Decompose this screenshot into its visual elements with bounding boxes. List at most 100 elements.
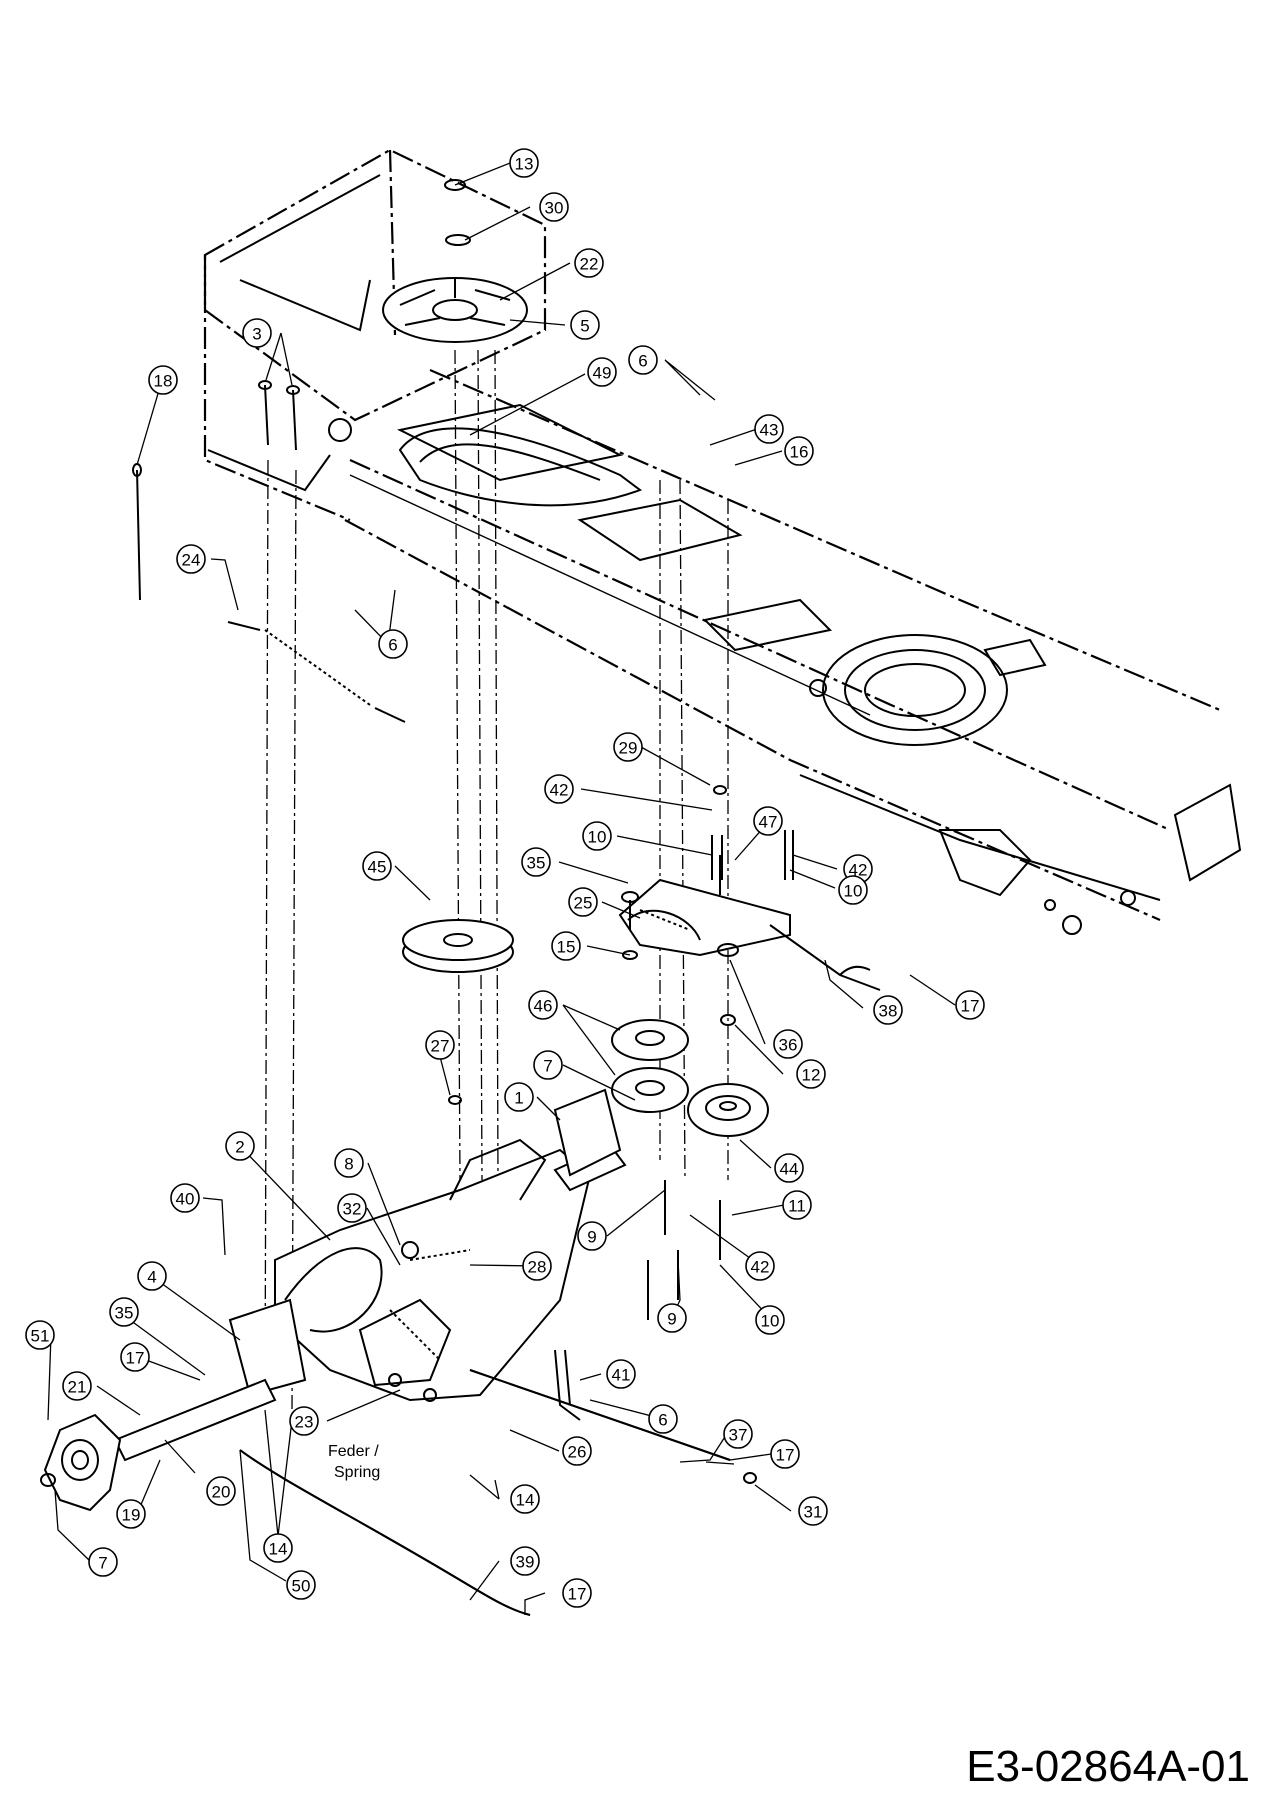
callout-40: 40 xyxy=(170,1183,200,1213)
callout-number: 41 xyxy=(612,1366,631,1385)
callout-circle xyxy=(796,1059,826,1089)
callout-14: 14 xyxy=(263,1533,293,1563)
tension-spring xyxy=(227,621,406,723)
callout-number: 35 xyxy=(527,854,546,873)
callout-number: 8 xyxy=(344,1155,353,1174)
leader-lines xyxy=(47,162,956,1615)
callout-number: 26 xyxy=(568,1443,587,1462)
callout-17: 17 xyxy=(770,1439,800,1469)
callout-number: 42 xyxy=(849,861,868,880)
callout-number: 47 xyxy=(759,813,778,832)
callout-circle xyxy=(723,1419,753,1449)
callout-9: 9 xyxy=(657,1303,687,1333)
callout-number: 23 xyxy=(295,1413,314,1432)
callout-35: 35 xyxy=(109,1297,139,1327)
callout-circle xyxy=(648,1404,678,1434)
callout-number: 17 xyxy=(961,997,980,1016)
callout-number: 1 xyxy=(514,1089,523,1108)
callout-number: 38 xyxy=(879,1002,898,1021)
callout-number: 45 xyxy=(368,858,387,877)
callout-circle xyxy=(510,1546,540,1576)
callout-number: 9 xyxy=(667,1310,676,1329)
callout-number: 22 xyxy=(580,255,599,274)
callout-circle xyxy=(263,1533,293,1563)
callout-circle xyxy=(798,1496,828,1526)
callout-circle xyxy=(176,544,206,574)
callout-17: 17 xyxy=(562,1578,592,1608)
callout-circle xyxy=(521,847,551,877)
callout-circle xyxy=(533,1050,563,1080)
callout-circle xyxy=(504,1082,534,1112)
callout-circle xyxy=(286,1570,316,1600)
callout-circle xyxy=(528,990,558,1020)
callout-circle xyxy=(745,1251,775,1281)
callout-circle xyxy=(838,875,868,905)
callout-circle xyxy=(509,148,539,178)
callout-32: 32 xyxy=(337,1193,367,1223)
drive-belt xyxy=(398,427,643,507)
callout-8: 8 xyxy=(334,1148,364,1178)
callout-circle xyxy=(522,1251,552,1281)
callout-number: 19 xyxy=(122,1506,141,1525)
callout-number: 35 xyxy=(115,1304,134,1323)
wheel-hub xyxy=(40,1413,122,1512)
callout-31: 31 xyxy=(798,1496,828,1526)
callout-circle xyxy=(782,1190,812,1220)
callout-number: 16 xyxy=(790,443,809,462)
callout-18: 18 xyxy=(148,365,178,395)
callout-22: 22 xyxy=(574,248,604,278)
callout-circle xyxy=(206,1476,236,1506)
callout-circle xyxy=(334,1148,364,1178)
callout-circle xyxy=(628,345,658,375)
callout-number: 4 xyxy=(147,1268,156,1287)
callout-42: 42 xyxy=(745,1251,775,1281)
callout-30: 30 xyxy=(539,192,569,222)
callout-circle xyxy=(606,1359,636,1389)
callout-14: 14 xyxy=(510,1484,540,1514)
callout-circle xyxy=(137,1261,167,1291)
callout-19: 19 xyxy=(116,1499,146,1529)
callout-35: 35 xyxy=(521,847,551,877)
callout-circle xyxy=(784,436,814,466)
callout-number: 20 xyxy=(212,1483,231,1502)
callout-36: 36 xyxy=(773,1029,803,1059)
callout-circle xyxy=(109,1297,139,1327)
callout-number: 10 xyxy=(761,1312,780,1331)
callout-circle xyxy=(873,995,903,1025)
callout-number: 40 xyxy=(176,1190,195,1209)
callout-number: 46 xyxy=(534,997,553,1016)
callout-circle xyxy=(774,1153,804,1183)
callout-number: 30 xyxy=(545,199,564,218)
callout-circle xyxy=(337,1193,367,1223)
callout-number: 17 xyxy=(568,1585,587,1604)
callout-5: 5 xyxy=(570,310,600,340)
callout-circle xyxy=(88,1547,118,1577)
chassis-frame xyxy=(203,148,1242,935)
callout-circle xyxy=(551,931,581,961)
callout-24: 24 xyxy=(176,544,206,574)
callout-number: 31 xyxy=(804,1503,823,1522)
callout-number: 13 xyxy=(515,155,534,174)
callout-7: 7 xyxy=(88,1547,118,1577)
callout-circle xyxy=(570,310,600,340)
callout-circle xyxy=(148,365,178,395)
callout-15: 15 xyxy=(551,931,581,961)
callout-number: 6 xyxy=(658,1411,667,1430)
note-line-1: Feder / xyxy=(328,1443,379,1460)
callout-2: 2 xyxy=(225,1131,255,1161)
control-rods xyxy=(239,1349,757,1616)
callout-circle xyxy=(116,1499,146,1529)
callout-number: 21 xyxy=(68,1378,87,1397)
callout-45: 45 xyxy=(362,851,392,881)
callout-circle xyxy=(425,1030,455,1060)
callout-37: 37 xyxy=(723,1419,753,1449)
callout-number: 14 xyxy=(269,1540,288,1559)
callout-circle xyxy=(362,851,392,881)
callout-number: 49 xyxy=(593,364,612,383)
callout-circle xyxy=(582,821,612,851)
callout-circle xyxy=(25,1320,55,1350)
callout-number: 10 xyxy=(844,882,863,901)
callout-circle xyxy=(755,1305,785,1335)
callout-number: 17 xyxy=(776,1446,795,1465)
